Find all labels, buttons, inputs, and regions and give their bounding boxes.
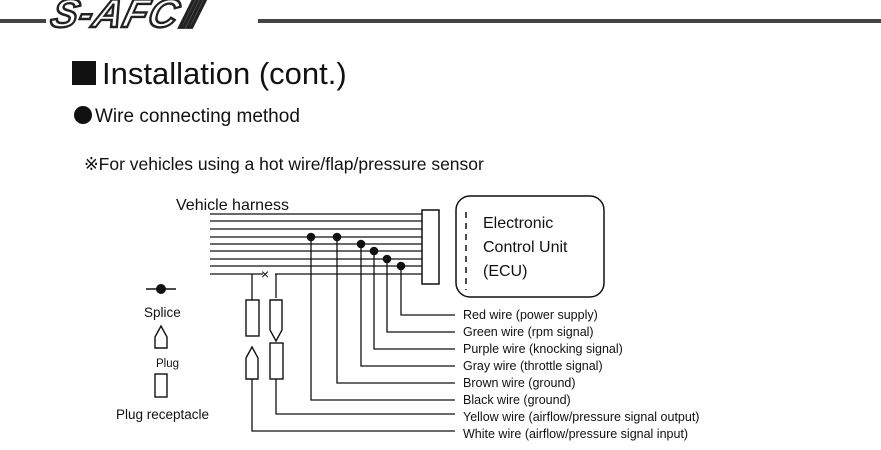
connectors [245, 299, 284, 380]
plug-receptacle-yellow [269, 342, 284, 380]
splice-dot [396, 261, 406, 271]
plug-yellow [269, 299, 283, 343]
wire-green [386, 259, 455, 333]
wire-gray [360, 244, 455, 367]
cut-mark: × [261, 266, 270, 282]
splice-legend-icon [155, 284, 166, 295]
wire-label-green: Green wire (rpm signal) [463, 325, 594, 339]
splice-dots [306, 232, 406, 271]
tap-wires [251, 237, 455, 432]
subtitle: ※For vehicles using a hot wire/flap/pres… [84, 154, 484, 174]
page-title-text: Installation (cont.) [102, 56, 347, 91]
wire-label-black: Black wire (ground) [463, 393, 571, 407]
wire-label-brown: Brown wire (ground) [463, 376, 576, 390]
plug-receptacle-white [245, 299, 260, 337]
splice-dot [356, 239, 366, 249]
wire-label-gray: Gray wire (throttle signal) [463, 359, 603, 373]
wire-white [251, 379, 455, 432]
wire-label-white: White wire (airflow/pressure signal inpu… [463, 427, 689, 441]
wire-yellow [275, 379, 455, 415]
ecu-label-line-2: Control Unit [483, 239, 568, 256]
harness-wires [210, 213, 422, 275]
wire-black [310, 237, 455, 401]
legend-plug-receptacle-label: Plug receptacle [116, 407, 210, 422]
wire-label-red: Red wire (power supply) [463, 308, 598, 322]
splice-dot [306, 232, 316, 242]
wire-label-purple: Purple wire (knocking signal) [463, 342, 623, 356]
header-rule-left [0, 19, 46, 23]
wire-red [400, 266, 455, 316]
harness-label: Vehicle harness [176, 197, 289, 214]
splice-dot [332, 232, 342, 242]
header-rule-right [258, 19, 881, 23]
wire-label-yellow: Yellow wire (airflow/pressure signal out… [463, 410, 700, 424]
plug-legend-icon [154, 324, 168, 349]
ecu-box [455, 195, 605, 298]
plug-white [245, 345, 259, 380]
square-bullet-icon [72, 61, 96, 85]
splice-dot [382, 254, 392, 264]
section-heading: Wire connecting method [74, 106, 300, 128]
wire-brown [336, 237, 455, 384]
harness-connector [421, 209, 440, 285]
legend-splice-label: Splice [144, 305, 181, 320]
ecu-label-line-3: (ECU) [483, 263, 528, 280]
section-heading-text: Wire connecting method [95, 106, 300, 127]
legend-symbols [146, 284, 176, 398]
splice-dot [369, 246, 379, 256]
ecu-label-line-1: Electronic [483, 215, 554, 232]
page-title: Installation (cont.) [72, 56, 347, 92]
plug-receptacle-legend-icon [154, 373, 168, 398]
wire-purple [373, 251, 455, 350]
legend-plug-label: Plug [156, 358, 180, 370]
circle-bullet-icon [74, 106, 92, 124]
